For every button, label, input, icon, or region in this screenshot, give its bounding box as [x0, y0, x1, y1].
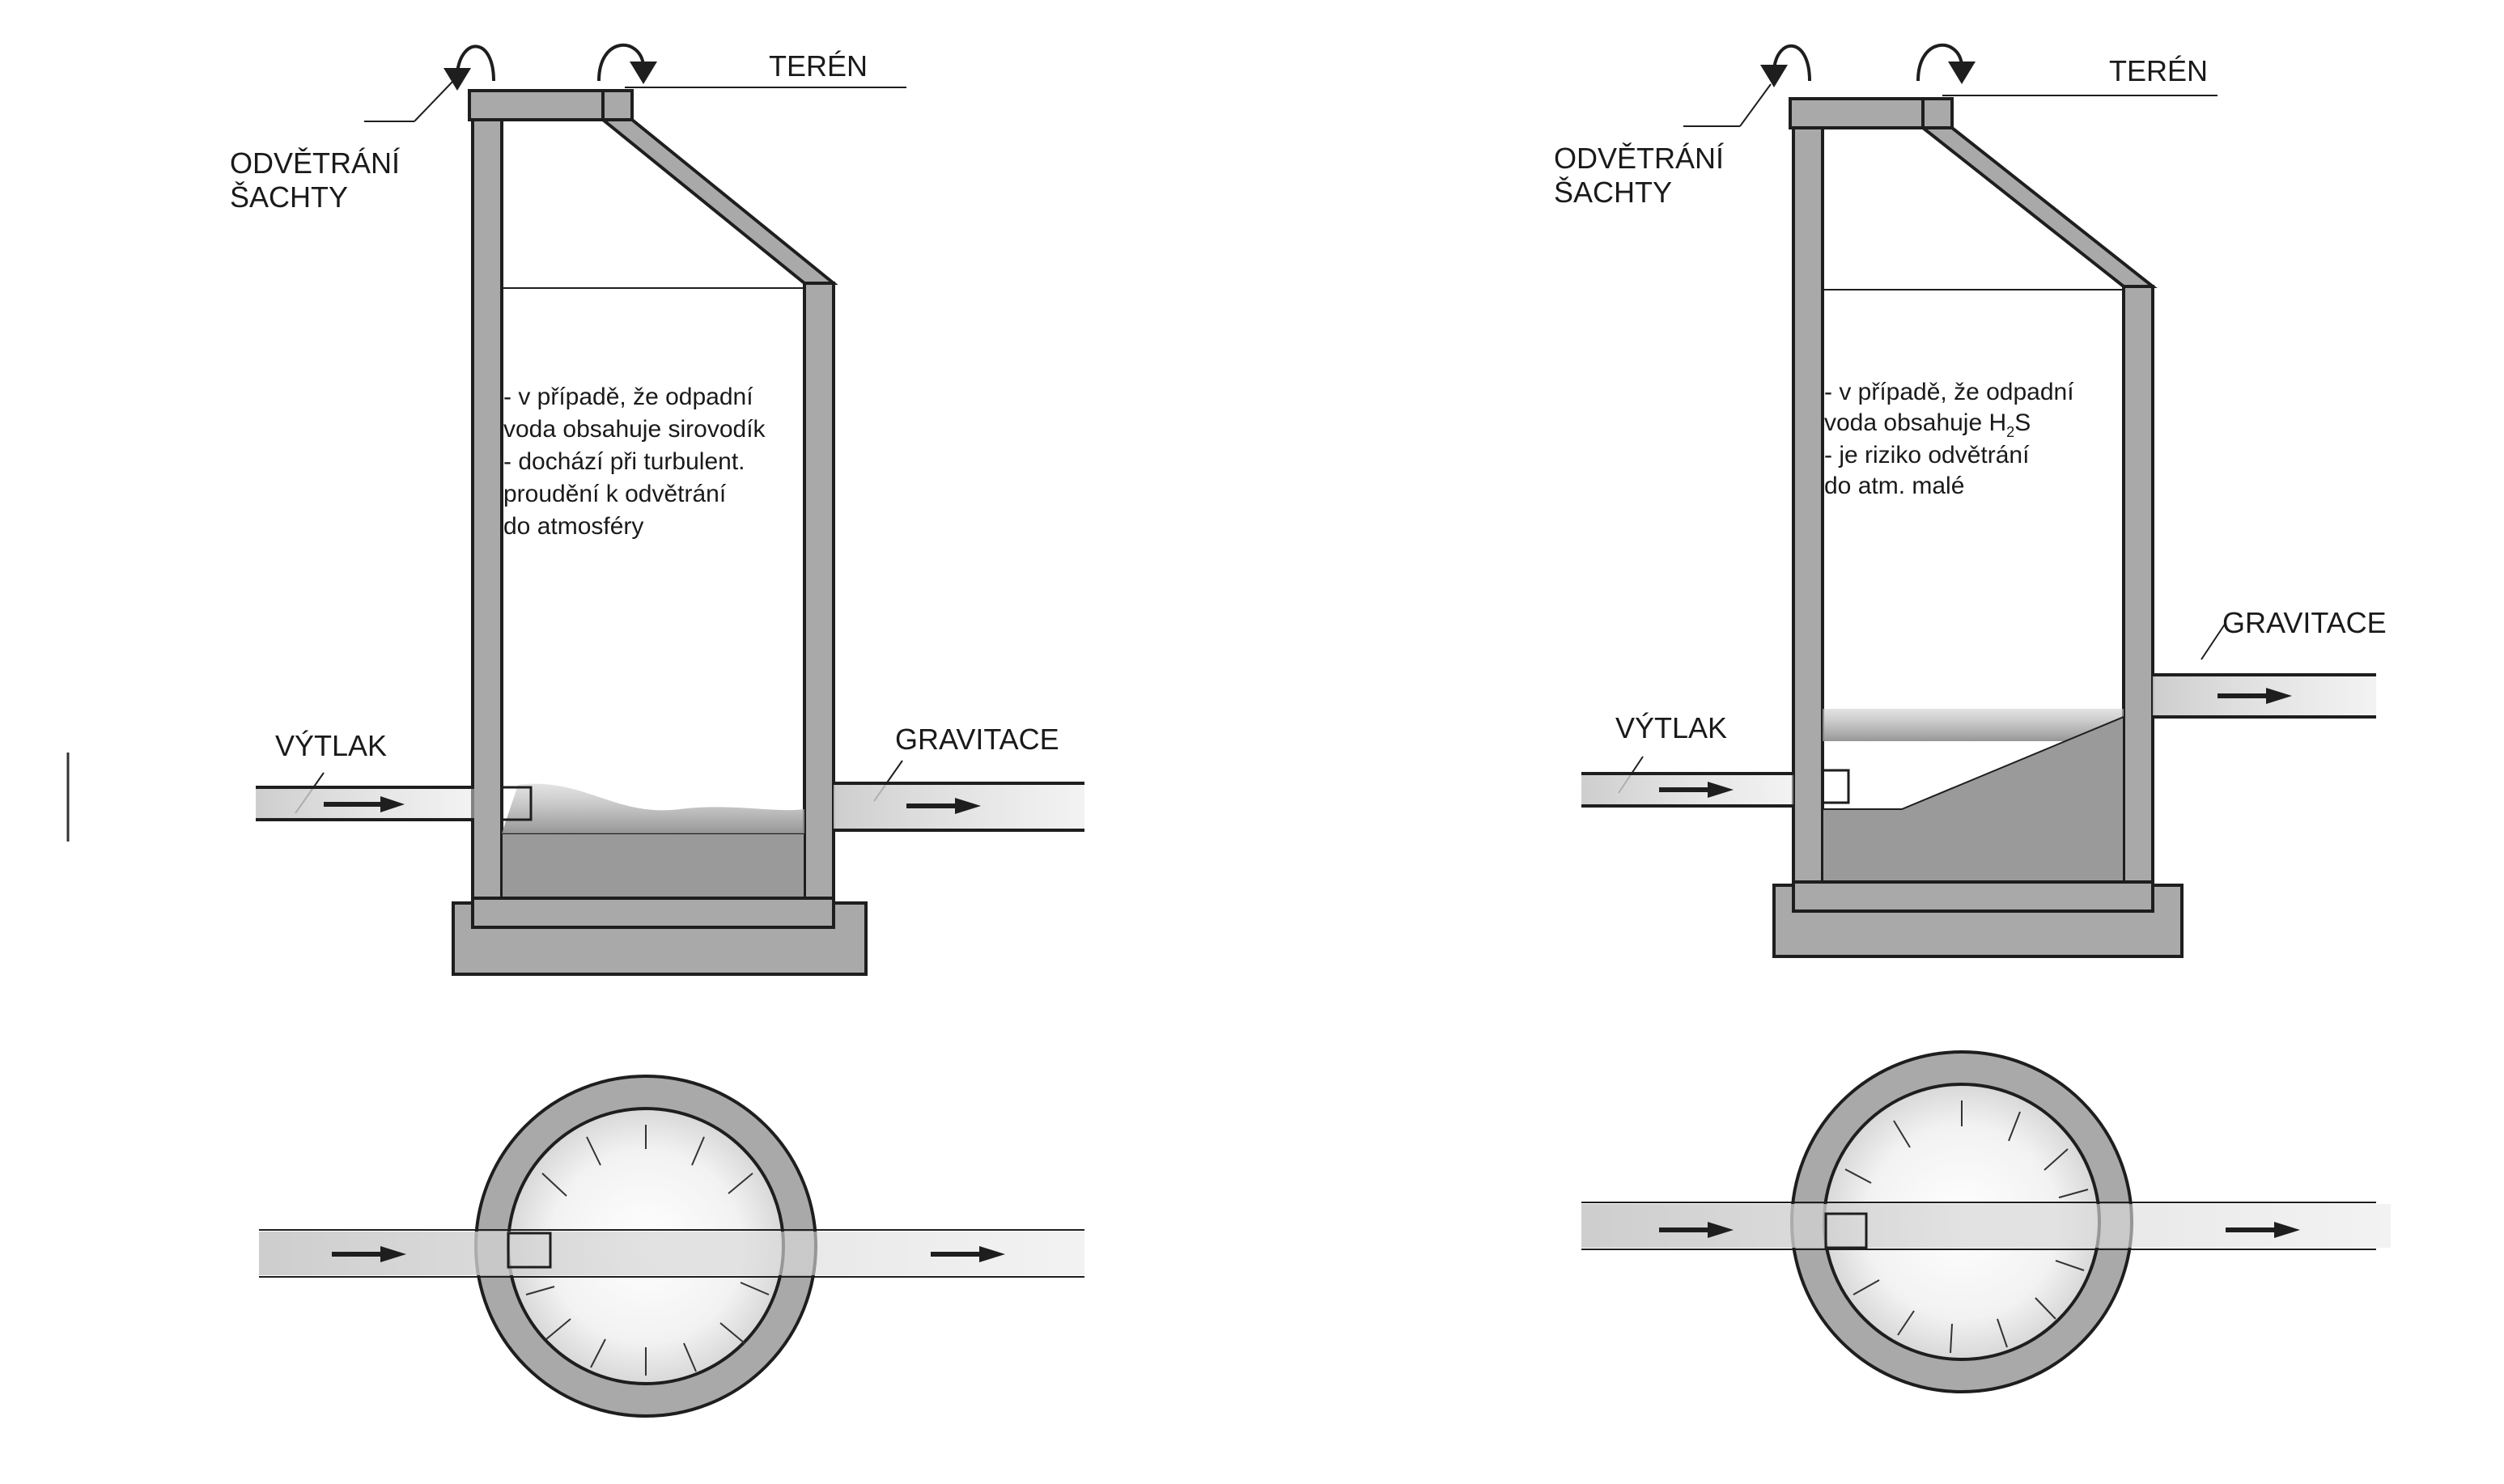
- note-right-line-2-prefix: voda obsahuje H: [1824, 409, 2006, 436]
- inlet-stub-right: [1821, 769, 1850, 804]
- ventilation-arrowhead-right-1: [1760, 65, 1788, 87]
- label-ventilation-right-1: ODVĚTRÁNÍ: [1554, 142, 1724, 175]
- shaft-lid-cap-right: [1921, 97, 1954, 129]
- left-plan-view: [259, 1075, 1084, 1418]
- ventilation-leader-right-2: [1739, 83, 1772, 127]
- note-left-line-4: proudění k odvětrání: [503, 481, 727, 507]
- plan-outlet-arrowhead-left: [979, 1246, 1005, 1262]
- note-right-line-2-subscript: 2: [2006, 424, 2014, 440]
- outlet-arrowhead-left: [955, 798, 981, 814]
- label-teren-right: TERÉN: [2109, 54, 2208, 87]
- water-right: [1822, 715, 2124, 883]
- plan-inlet-stub-left: [507, 1232, 552, 1269]
- plan-inlet-arrowhead-left: [380, 1246, 406, 1262]
- note-left-line-3: - dochází při turbulent.: [503, 448, 745, 475]
- base-slab-inner-left: [471, 897, 835, 929]
- inlet-pipe-stub-left: [500, 786, 533, 821]
- shaft-wall-right-a: [1792, 126, 1824, 890]
- inlet-arrowhead-left: [380, 796, 405, 812]
- label-ventilation-right-2: ŠACHTY: [1554, 176, 1672, 209]
- water-left: [501, 833, 805, 902]
- shaft-wall-left-b: [803, 282, 835, 929]
- note-left-line-2: voda obsahuje sirovodík: [503, 416, 766, 443]
- note-right-line-4: do atm. malé: [1824, 473, 1964, 499]
- note-right-line-3: - je riziko odvětrání: [1824, 442, 2030, 469]
- ventilation-arrow-left-1: [456, 45, 495, 82]
- ventilation-arrow-right-2: [1916, 43, 1963, 82]
- base-slab-inner-right: [1792, 880, 2154, 913]
- outlet-leader-right: [2201, 622, 2226, 660]
- shaft-cone-right: [1918, 126, 2158, 288]
- ventilation-arrow-right-1: [1772, 45, 1811, 82]
- label-ventilation-left-1: ODVĚTRÁNÍ: [230, 146, 400, 180]
- label-inlet-left: VÝTLAK: [275, 729, 387, 762]
- label-teren-left: TERÉN: [769, 49, 868, 83]
- plan-inlet-stub-right: [1824, 1212, 1868, 1249]
- shaft-wall-right-b: [2122, 285, 2154, 890]
- label-ventilation-left-2: ŠACHTY: [230, 180, 348, 214]
- note-left-line-5: do atmosféry: [503, 513, 643, 540]
- right-plan-view: [1581, 1050, 2391, 1393]
- shaft-lid-cap-left: [601, 89, 634, 121]
- inlet-arrowhead-right: [1708, 782, 1734, 798]
- outlet-arrowhead-right: [2266, 688, 2292, 704]
- plan-pipe-fill-right: [1581, 1204, 2391, 1248]
- surface-turbulence-right: [1823, 709, 2124, 741]
- ventilation-leader-left-2: [414, 80, 454, 122]
- plan-outlet-arrowhead-right: [2274, 1222, 2300, 1238]
- right-section-view: TERÉN ODVĚTRÁNÍ ŠACHTY VÝTLAK GRAVITACE …: [1554, 43, 2387, 958]
- plan-spokes-left: [525, 1125, 770, 1376]
- note-right-line-2-suffix: S: [2014, 409, 2031, 436]
- plan-inlet-arrowhead-right: [1708, 1222, 1734, 1238]
- plan-spokes-right: [1844, 1100, 2089, 1354]
- note-right-line-1: - v případě, že odpadní: [1824, 379, 2074, 405]
- ventilation-arrow-left-2: [597, 43, 645, 82]
- ventilation-arrowhead-left-2: [630, 61, 657, 84]
- ventilation-arrowhead-left-1: [444, 68, 471, 91]
- left-section-view: TERÉN ODVĚTRÁNÍ ŠACHTY VÝTLAK GRAVITACE …: [230, 43, 1084, 976]
- label-outlet-right: GRAVITACE: [2222, 606, 2387, 639]
- label-outlet-left: GRAVITACE: [895, 723, 1059, 756]
- note-left-line-1: - v případě, že odpadní: [503, 384, 753, 410]
- turbulent-flow-left: [502, 783, 804, 833]
- note-right-line-2: voda obsahuje H2S: [1824, 409, 2031, 440]
- shaft-cone-left: [598, 118, 838, 285]
- ventilation-arrowhead-right-2: [1948, 61, 1976, 84]
- label-inlet-right: VÝTLAK: [1615, 711, 1727, 744]
- shaft-wall-left-a: [471, 118, 503, 929]
